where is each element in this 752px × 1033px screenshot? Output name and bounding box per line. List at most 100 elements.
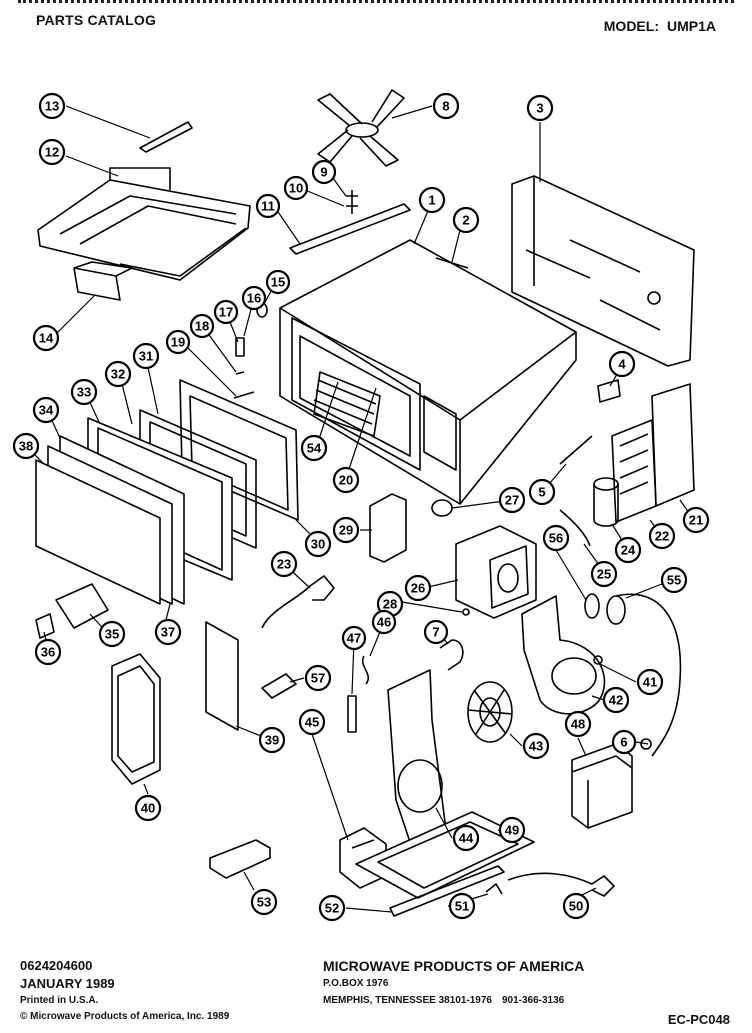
bracket-box-drawing [611,383,695,523]
callout-32: 32 [104,360,132,388]
svg-text:30: 30 [311,537,325,552]
callout-8: 8 [432,92,460,120]
callout-39: 39 [258,726,286,754]
cabinet-drawing [279,239,577,505]
svg-text:4: 4 [618,357,626,372]
svg-text:42: 42 [609,693,623,708]
callout-53: 53 [250,888,278,916]
po-box: P.O.BOX 1976 [323,978,389,989]
svg-text:15: 15 [271,275,285,290]
svg-text:5: 5 [538,485,545,500]
rear-panel-drawing [511,175,695,367]
svg-text:12: 12 [45,145,59,160]
callout-13: 13 [38,92,66,120]
svg-text:40: 40 [141,801,155,816]
callout-31: 31 [132,342,160,370]
transformer-drawing [571,743,633,829]
svg-text:11: 11 [261,199,275,214]
callout-34: 34 [32,396,60,424]
callout-4: 4 [608,350,636,378]
callout-23: 23 [270,550,298,578]
page-title: PARTS CATALOG [36,12,157,28]
svg-text:21: 21 [689,513,703,528]
svg-text:13: 13 [45,99,59,114]
callout-52: 52 [318,894,346,922]
base-plate-drawing [355,811,535,899]
callout-46: 46 [371,609,397,635]
svg-text:45: 45 [305,715,319,730]
magnetron-drawing [455,525,537,619]
catalog-number: 0624204600 [20,958,93,973]
svg-text:39: 39 [265,733,279,748]
svg-text:18: 18 [195,319,209,334]
svg-text:47: 47 [347,631,361,646]
callout-33: 33 [70,378,98,406]
callout-17: 17 [213,299,239,325]
callout-25: 25 [590,560,618,588]
svg-text:55: 55 [667,573,681,588]
svg-text:16: 16 [247,291,261,306]
svg-text:22: 22 [655,529,669,544]
callout-15: 15 [265,269,291,295]
callout-38: 38 [12,432,40,460]
svg-text:33: 33 [77,385,91,400]
callout-14: 14 [32,324,60,352]
callout-19: 19 [165,329,191,355]
svg-text:23: 23 [277,557,291,572]
company-name: MICROWAVE PRODUCTS OF AMERICA [323,958,585,974]
svg-text:20: 20 [339,473,353,488]
callout-57: 57 [304,664,332,692]
svg-text:57: 57 [311,671,325,686]
callout-2: 2 [452,206,480,234]
callout-47: 47 [341,625,367,651]
callout-26: 26 [404,574,432,602]
callout-3: 3 [526,94,554,122]
callout-48: 48 [564,710,592,738]
svg-text:49: 49 [505,823,519,838]
callout-10: 10 [283,175,309,201]
svg-text:54: 54 [307,441,322,456]
svg-text:7: 7 [432,625,439,640]
svg-text:46: 46 [377,615,391,630]
part-drawings [35,89,695,917]
svg-text:48: 48 [571,717,585,732]
callout-55: 55 [660,566,688,594]
svg-text:53: 53 [257,895,271,910]
callout-12: 12 [38,138,66,166]
door-assembly-drawing [35,417,233,605]
callout-18: 18 [189,313,215,339]
model-label: MODEL: [603,18,659,34]
svg-text:56: 56 [549,531,563,546]
fan-blade-drawing [467,681,513,743]
callout-16: 16 [241,285,267,311]
model-heading: MODEL: UMP1A [604,18,716,34]
callout-27: 27 [498,486,526,514]
svg-text:29: 29 [339,523,353,538]
svg-text:24: 24 [621,543,636,558]
svg-text:9: 9 [320,165,327,180]
callout-49: 49 [498,816,526,844]
svg-text:35: 35 [105,627,119,642]
callout-30: 30 [304,530,332,558]
copyright: © Microwave Products of America, Inc. 19… [20,1011,230,1022]
model-value: UMP1A [666,18,716,34]
callout-40: 40 [134,794,162,822]
svg-text:2: 2 [462,213,469,228]
callout-50: 50 [562,892,590,920]
svg-text:6: 6 [620,735,627,750]
callout-5: 5 [528,478,556,506]
svg-text:19: 19 [171,335,185,350]
callout-42: 42 [602,686,630,714]
svg-text:8: 8 [442,99,449,114]
callout-22: 22 [648,522,676,550]
callout-11: 11 [255,193,281,219]
capacitor-drawing [593,477,619,527]
svg-text:28: 28 [383,597,397,612]
callout-7: 7 [423,619,449,645]
svg-text:10: 10 [289,181,303,196]
control-cover-drawing [111,653,161,785]
svg-text:27: 27 [505,493,519,508]
svg-text:41: 41 [643,675,657,690]
